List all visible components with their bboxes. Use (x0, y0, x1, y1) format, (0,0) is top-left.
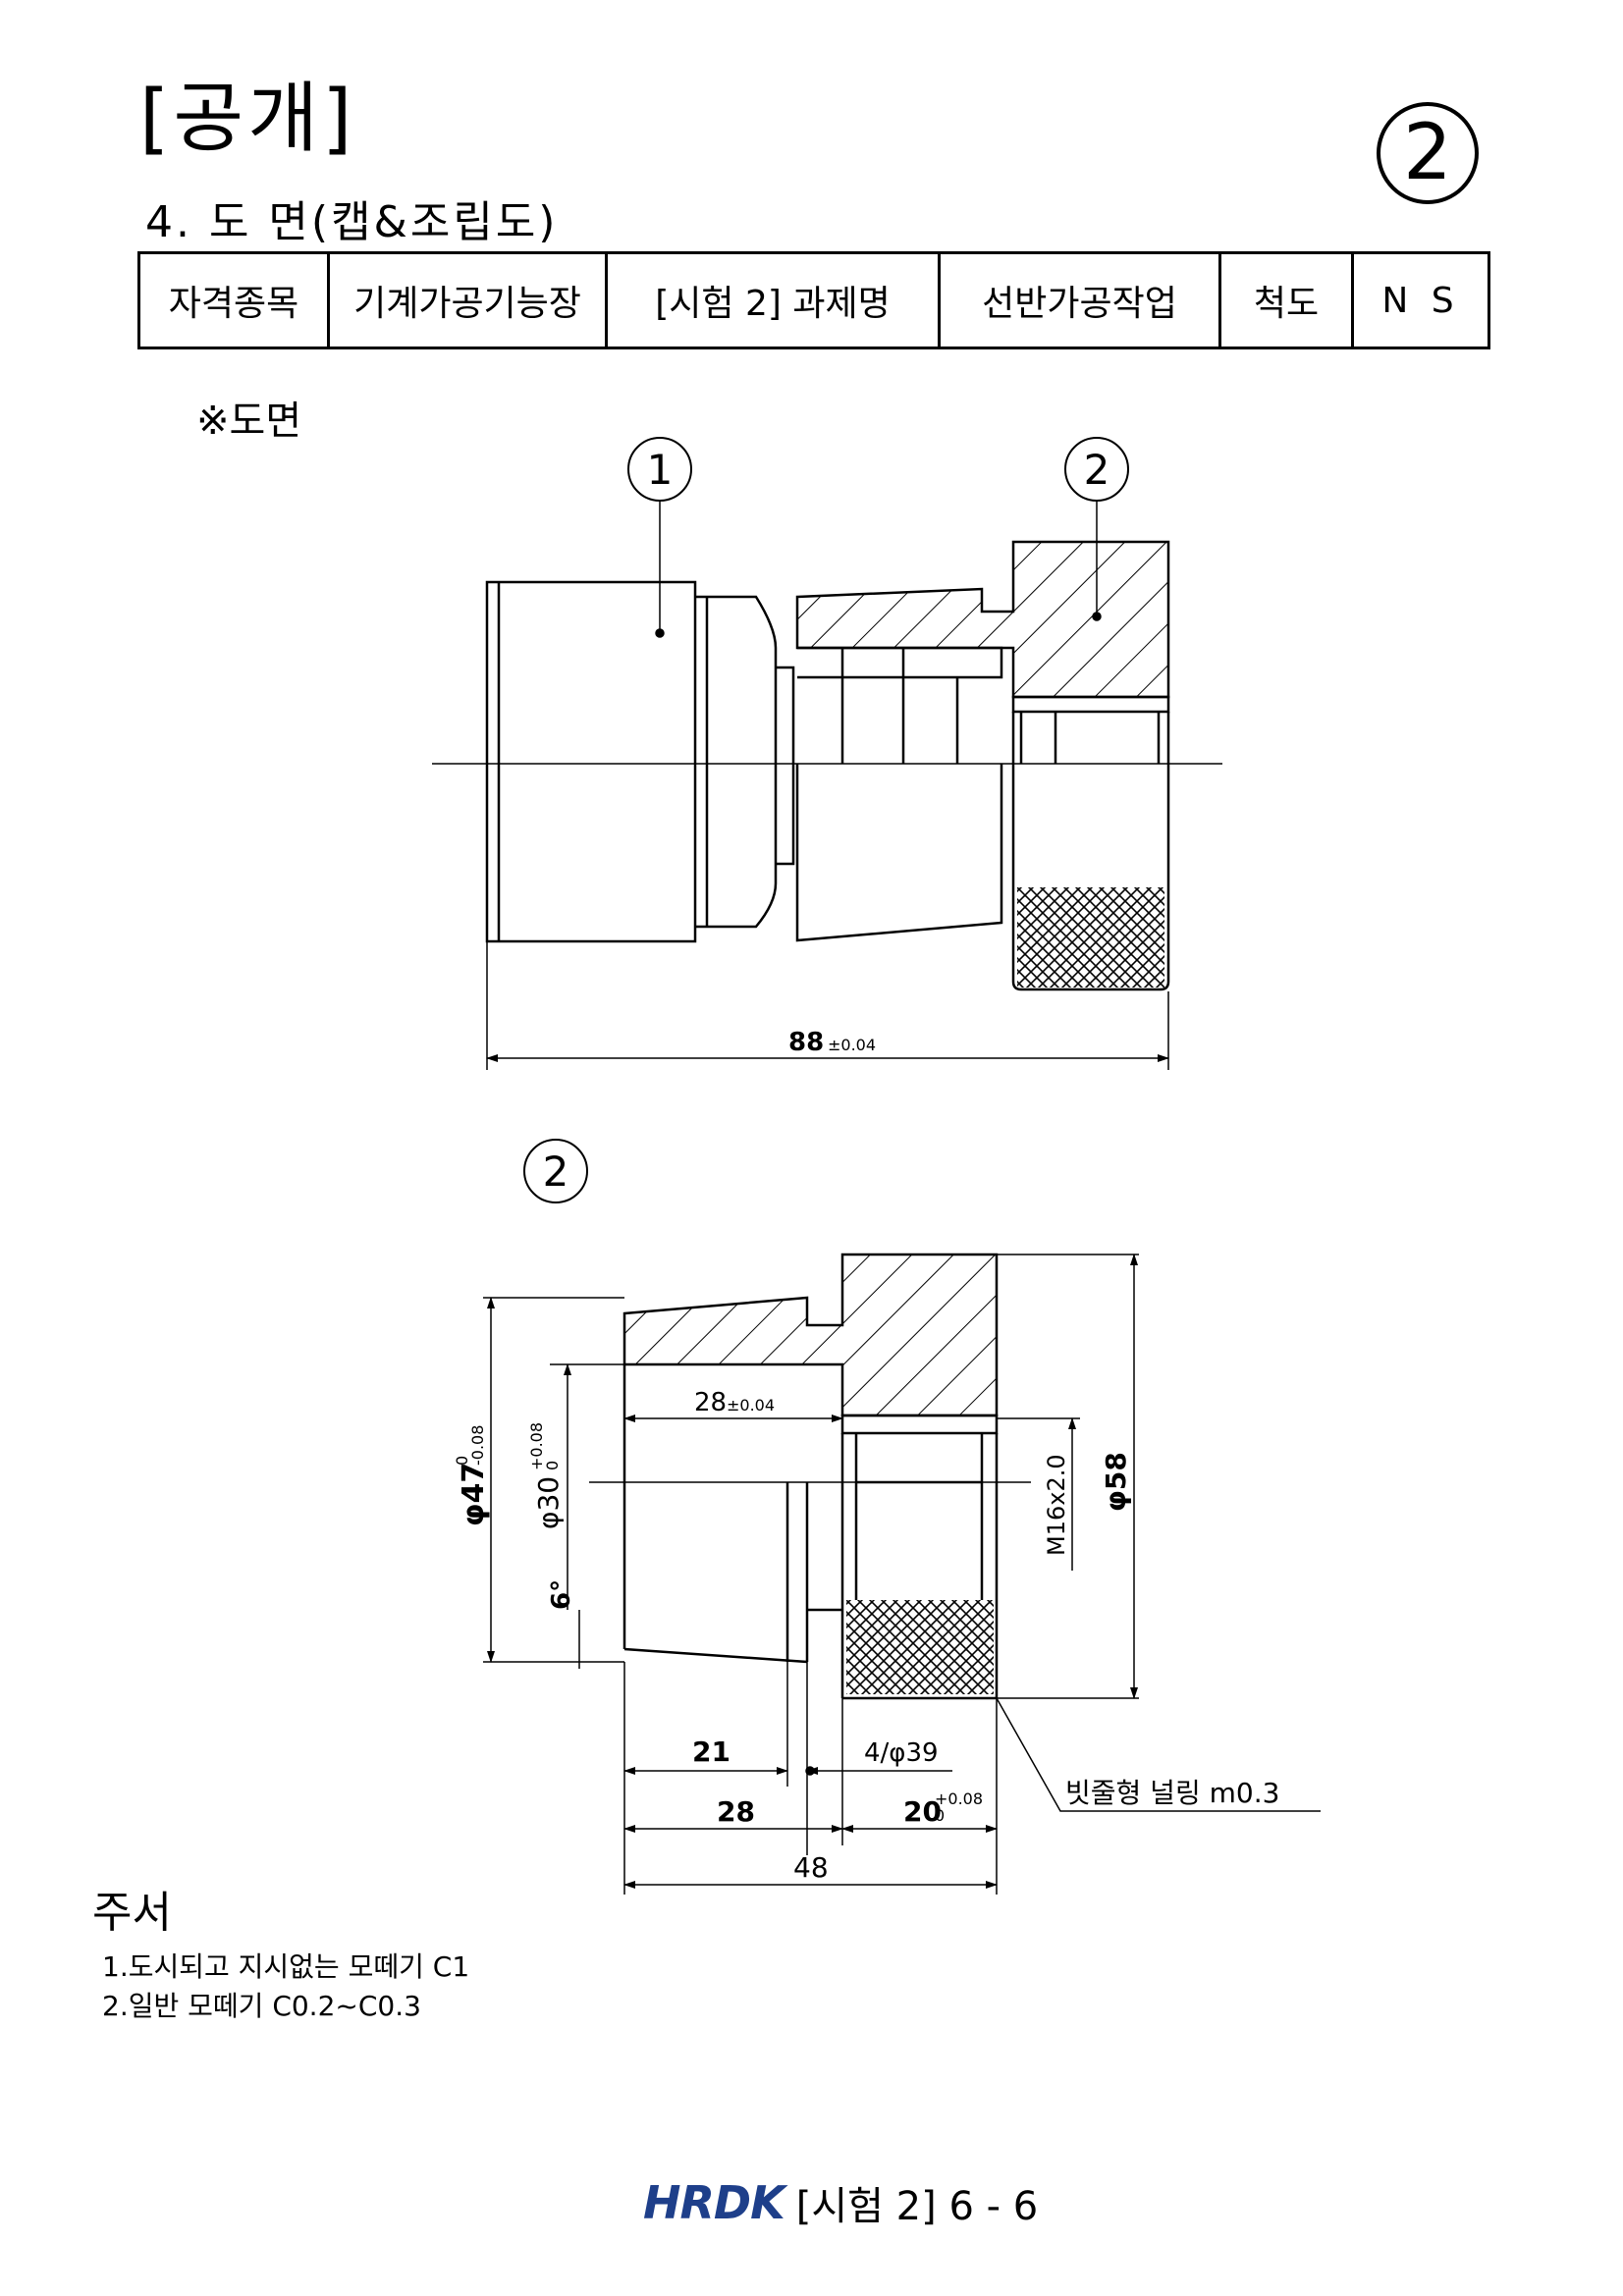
balloon-1: 1 (627, 437, 692, 502)
knurl-pattern (1017, 887, 1164, 988)
hrdk-logo: HRDK (643, 2176, 785, 2229)
page-footer: HRDK [시험 2] 6 - 6 (643, 2174, 1038, 2231)
dim-phi30-tol-lower: 0 (543, 1461, 562, 1470)
cell-scale-value: N S (1351, 251, 1490, 349)
svg-text:2: 2 (543, 1148, 569, 1196)
dim-phi58: φ58 (1100, 1452, 1132, 1512)
cell-task-value: 선반가공작업 (938, 251, 1221, 349)
section-heading: 4. 도 면(캡&조립도) (145, 197, 559, 247)
dim-phi47-tol-upper: 0 (453, 1456, 471, 1466)
cell-task-label: [시험 2] 과제명 (605, 251, 941, 349)
knurl-cap (1011, 712, 1170, 991)
dim-20-tol-lower: 0 (935, 1806, 945, 1825)
balloon-2: 2 (1064, 437, 1129, 502)
dim-88: 88 (788, 1028, 824, 1057)
dim-phi30: φ30 (532, 1476, 565, 1529)
part2-view (483, 1253, 1321, 1895)
page-number-circle: 2 (1377, 102, 1479, 204)
info-table: 자격종목 기계가공기능장 [시험 2] 과제명 선반가공작업 척도 N S (137, 251, 1490, 349)
part1-collet (795, 764, 1003, 942)
dim-angle: 6° (547, 1579, 576, 1610)
cell-qualification-label: 자격종목 (137, 251, 330, 349)
assembly-view (432, 501, 1222, 1070)
dim-phi47-tol-lower: -0.08 (468, 1425, 487, 1466)
dim-phi30-tol-upper: +0.08 (527, 1422, 546, 1470)
note-item-1: 1.도시되고 지시없는 모떼기 C1 (102, 1950, 470, 1983)
svg-text:2: 2 (1084, 446, 1110, 494)
dim-48: 48 (793, 1851, 829, 1884)
dim-20-tol-upper: +0.08 (935, 1789, 983, 1808)
svg-text:1: 1 (647, 446, 674, 494)
part2-hatch (622, 1253, 999, 1417)
dim-88-tol: ±0.04 (828, 1036, 876, 1054)
part1-neck (695, 595, 778, 929)
dim-28-top-tol: ±0.04 (727, 1396, 775, 1415)
part2-balloon: 2 (523, 1139, 588, 1203)
part1-body (485, 580, 697, 943)
dim-phi47: φ47 (457, 1463, 491, 1526)
disclosure-badge: [공개] (139, 75, 356, 163)
dim-28: 28 (717, 1795, 755, 1828)
dim-28-top: 28 (694, 1388, 727, 1417)
footer-page-label: [시험 2] 6 - 6 (795, 2184, 1039, 2229)
cell-scale-label: 척도 (1218, 251, 1354, 349)
cell-qualification-value: 기계가공기능장 (327, 251, 608, 349)
dim-20: 20 (903, 1795, 942, 1828)
part2-dimensions: φ47 0 -0.08 φ30 +0.08 0 6° 28 ±0.04 M16x… (453, 1388, 1279, 1884)
note-item-2: 2.일반 모떼기 C0.2~C0.3 (102, 1990, 421, 2022)
part2-knurl (846, 1600, 994, 1694)
dim-thread: M16x2.0 (1043, 1454, 1070, 1556)
part2-hatch (795, 540, 1170, 699)
drawing-label: ※도면 (196, 399, 302, 444)
notes-title: 주서 (92, 1888, 172, 1938)
knurl-note: 빗줄형 널링 m0.3 (1065, 1777, 1279, 1809)
dim-21: 21 (692, 1735, 730, 1768)
dim-4phi39: 4/φ39 (864, 1738, 939, 1768)
